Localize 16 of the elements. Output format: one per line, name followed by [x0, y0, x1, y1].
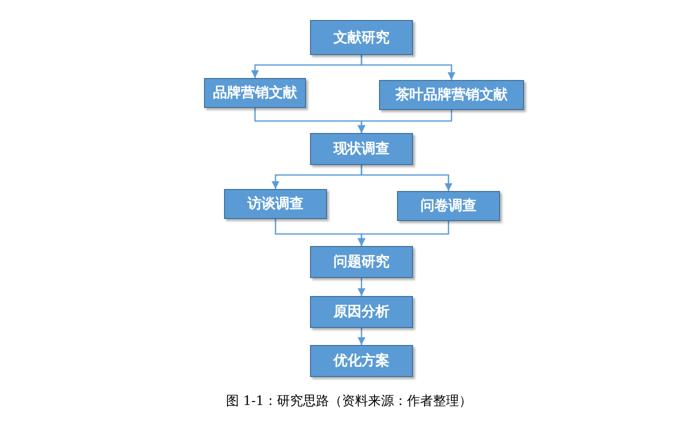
arrow: [358, 328, 366, 345]
process-box: 问卷调查: [397, 191, 500, 221]
arrow: [358, 278, 366, 296]
process-box: 文献研究: [310, 20, 413, 55]
process-box: 访谈调查: [224, 189, 327, 219]
arrow: [358, 221, 450, 246]
arrow: [360, 55, 456, 80]
process-box: 原因分析: [310, 296, 413, 328]
process-box: 品牌营销文献: [204, 78, 306, 108]
arrow: [358, 110, 452, 133]
process-box: 现状调查: [310, 133, 413, 165]
process-box: 优化方案: [310, 345, 413, 377]
process-box: 茶叶品牌营销文献: [379, 80, 524, 110]
process-box: 问题研究: [310, 246, 413, 278]
arrow: [360, 165, 452, 191]
caption: 图 1-1：研究思路（资料来源：作者整理）: [226, 394, 472, 409]
